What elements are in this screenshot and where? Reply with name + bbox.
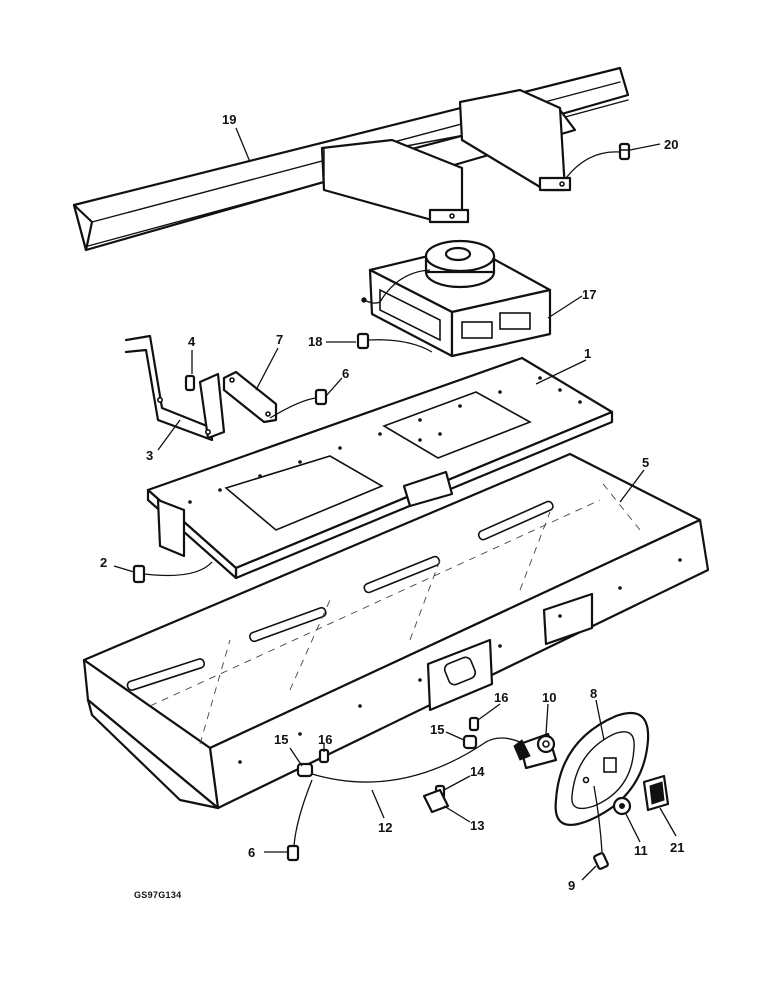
- callout-4: 4: [188, 334, 196, 349]
- knob-part-11: [612, 796, 632, 816]
- callout-7: 7: [276, 332, 283, 347]
- screw-part-18: [356, 332, 433, 353]
- clip-part-13: [422, 788, 450, 814]
- callout-21: 21: [670, 840, 684, 855]
- bracket-part-3: [124, 334, 226, 442]
- callout-6-upper: 6: [342, 366, 349, 381]
- callout-16-right: 16: [494, 690, 508, 705]
- screw-part-16-right: [468, 716, 480, 732]
- screw-part-4: [184, 374, 196, 392]
- callout-3: 3: [146, 448, 153, 463]
- callout-9: 9: [568, 878, 575, 893]
- base-tray-part-5: [82, 452, 710, 810]
- screw-part-20: [565, 142, 631, 179]
- screw-part-6-upper: [269, 388, 328, 419]
- wiring-harness-part-12: [293, 737, 521, 847]
- callout-5: 5: [642, 455, 649, 470]
- bezel-part-8: [554, 711, 650, 826]
- grommet-part-15-right: [462, 734, 478, 750]
- callout-11: 11: [634, 843, 648, 858]
- callout-10: 10: [542, 690, 556, 705]
- callout-16-left: 16: [318, 732, 332, 747]
- screw-part-9: [593, 785, 609, 870]
- callout-labels: 19 20 17 18 4 7 6 1 3 5 2 15 16 15 16 10…: [100, 112, 684, 893]
- callout-14: 14: [470, 764, 485, 779]
- cross-beam-part-19: [72, 66, 630, 252]
- top-panel-part-1: [146, 356, 614, 580]
- callout-18: 18: [308, 334, 322, 349]
- callout-12: 12: [378, 820, 392, 835]
- callout-6-lower: 6: [248, 845, 255, 860]
- callout-15-left: 15: [274, 732, 288, 747]
- rocker-switch-part-21: [642, 774, 670, 812]
- callout-19: 19: [222, 112, 236, 127]
- screw-part-2: [132, 561, 213, 584]
- callout-leaders: [113, 127, 677, 881]
- blower-housing-part-17: [361, 239, 552, 358]
- bracket-part-7: [222, 370, 278, 424]
- callout-2: 2: [100, 555, 107, 570]
- callout-20: 20: [664, 137, 678, 152]
- callout-1: 1: [584, 346, 591, 361]
- callout-15-right: 15: [430, 722, 444, 737]
- callout-8: 8: [590, 686, 597, 701]
- figure-code: GS97G134: [134, 890, 181, 900]
- callout-13: 13: [470, 818, 484, 833]
- switch-part-10: [513, 732, 558, 770]
- screw-part-6-lower: [286, 844, 300, 862]
- callout-17: 17: [582, 287, 596, 302]
- grommet-part-15-left: [296, 762, 314, 778]
